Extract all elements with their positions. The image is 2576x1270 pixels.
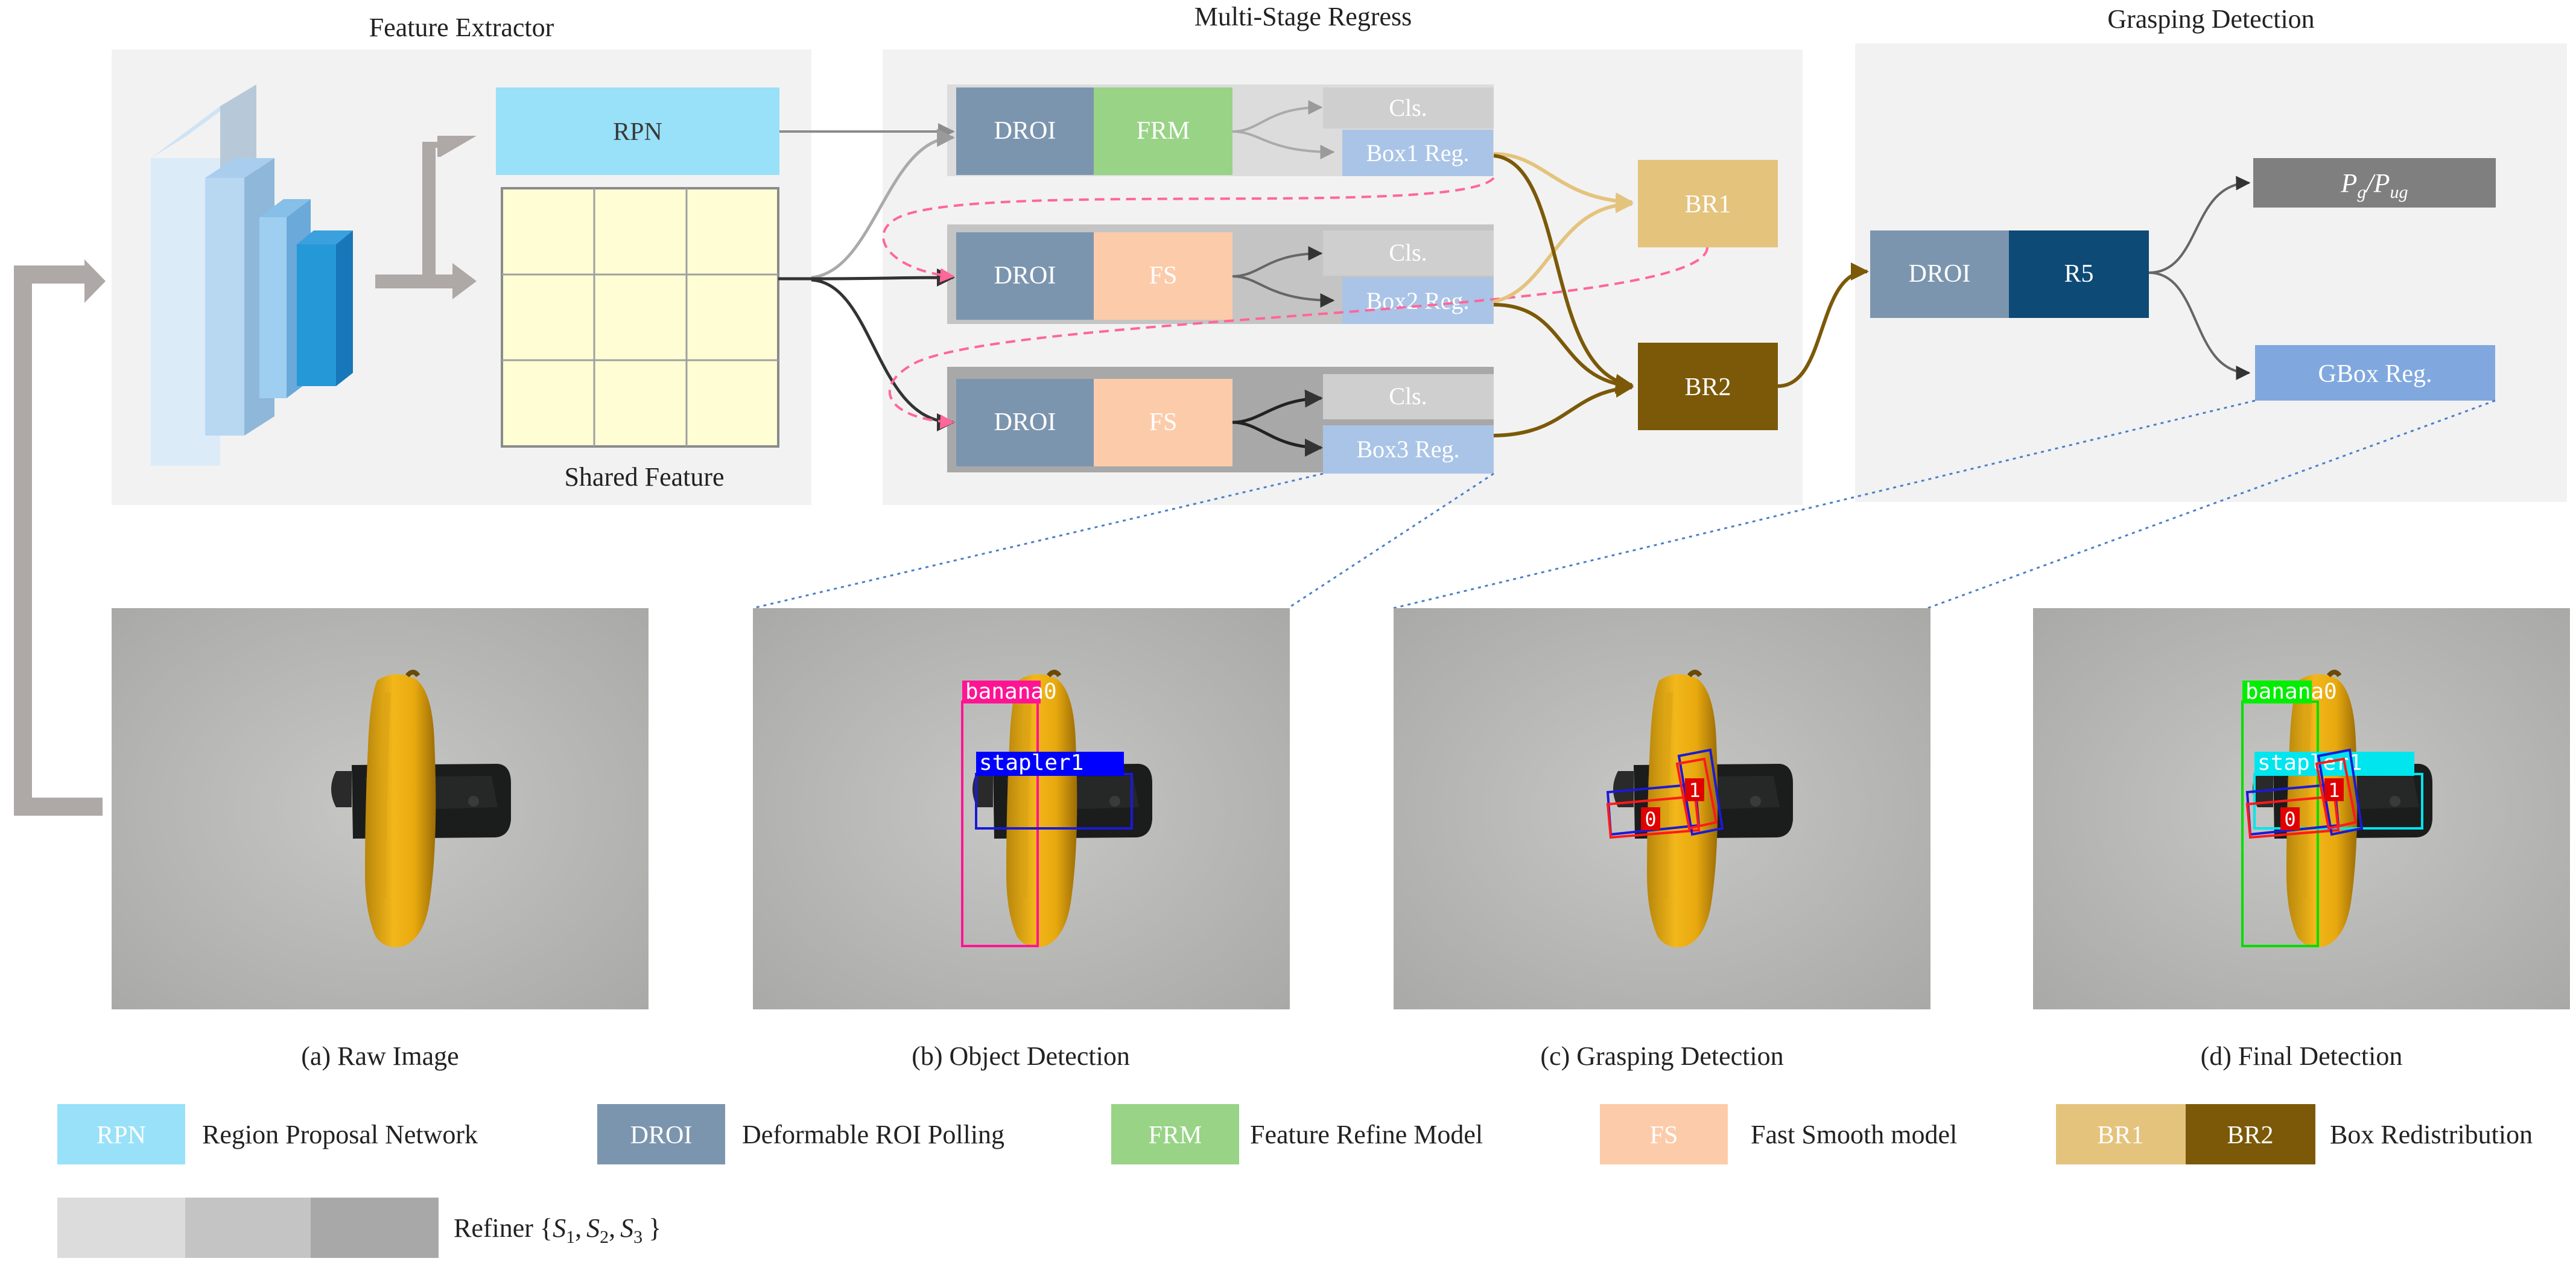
banana-label-d: banana0 [2245, 679, 2337, 704]
legend-refiner-s2 [185, 1198, 311, 1258]
shared-to-stages-arrows [811, 129, 955, 431]
br2-box [1638, 343, 1778, 430]
stage2-cls-label: Cls. [1389, 239, 1427, 266]
stage2-cls [1323, 230, 1494, 276]
caption-object-detection: (b) Object Detection [912, 1041, 1130, 1071]
panel-final-detection [2033, 608, 2570, 1009]
legend-fs-label: FS [1650, 1122, 1678, 1149]
legend-refiner-s1 [57, 1198, 185, 1258]
grasp-droi-label: DROI [1909, 260, 1971, 288]
stapler-label-b: stapler1 [979, 751, 1083, 775]
grasp-fork-arrows [2148, 176, 2251, 380]
box-to-br-arrows [1493, 152, 1869, 437]
stage3-box [1323, 425, 1494, 474]
gbox-reg-label: GBox Reg. [2318, 360, 2432, 388]
stage1-box-label: Box1 Reg. [1366, 139, 1469, 167]
legend-fs-swatch [1600, 1104, 1728, 1164]
shared-feature-grid [501, 187, 779, 448]
grasp-label-1: 1 [1689, 779, 1700, 802]
br2-label: BR2 [1684, 373, 1731, 401]
legend-br1-swatch [2056, 1104, 2186, 1164]
final-grasp-label-1: 1 [2328, 779, 2340, 802]
stage1-droi-label: DROI [994, 117, 1056, 145]
grasp-r5-label: R5 [2064, 260, 2093, 288]
grasp-probability-box [2253, 158, 2496, 208]
feedback-dashed-1 [882, 177, 1495, 283]
stage1-frm-label: FRM [1137, 117, 1190, 145]
legend-rpn-label: RPN [97, 1122, 146, 1149]
legend-br2-swatch [2186, 1104, 2315, 1164]
stage2-fs [1094, 232, 1232, 320]
legend-br1-label: BR1 [2097, 1122, 2143, 1149]
legend-frm-desc: Feature Refine Model [1250, 1120, 1483, 1149]
legend-refiner-label: Refiner {S1,S2,S3} [454, 1213, 661, 1247]
legend-droi-swatch [597, 1104, 725, 1164]
legend-frm-swatch [1111, 1104, 1239, 1164]
legend-droi-desc: Deformable ROI Polling [742, 1120, 1004, 1149]
multi-stage-title: Multi-Stage Regress [1194, 2, 1412, 31]
stage3-fs-label: FS [1149, 408, 1178, 436]
caption-raw-image: (a) Raw Image [301, 1041, 458, 1071]
stage3-cls [1323, 374, 1494, 419]
input-loop-arrow [14, 265, 103, 816]
panel-grasping-detection [1394, 608, 1930, 1009]
stage3-cls-label: Cls. [1389, 383, 1427, 410]
grasping-title: Grasping Detection [2107, 4, 2314, 34]
backbone-icon [151, 84, 353, 466]
stage1-frm [1094, 87, 1232, 175]
final-detection-boxes: banana0 stapler1 0 1 [2241, 679, 2423, 947]
legend-refiner-s3 [311, 1198, 439, 1258]
object-detection-boxes: banana0 stapler1 [961, 679, 1133, 947]
legend-br-desc: Box Redistribution [2330, 1120, 2533, 1149]
stage1-cls [1323, 87, 1494, 129]
grasp-probability-label: Pg/Pug [2340, 168, 2408, 202]
legend: RPN Region Proposal Network DROI Deforma… [57, 1104, 2533, 1258]
stage3-droi-label: DROI [994, 408, 1056, 436]
zoom-dotted-lines [752, 399, 2496, 609]
grasp-r5 [2009, 230, 2149, 318]
feedback-dashed-2 [889, 247, 1708, 429]
backbone-output-arrow [375, 136, 477, 299]
legend-rpn-desc: Region Proposal Network [202, 1120, 478, 1149]
caption-grasping-detection: (c) Grasping Detection [1540, 1041, 1783, 1071]
grasp-droi [1870, 230, 2009, 318]
br1-label: BR1 [1684, 191, 1731, 218]
stage3-droi [956, 379, 1094, 466]
banana-label-b: banana0 [965, 679, 1057, 704]
feature-extractor-title: Feature Extractor [369, 13, 554, 42]
stage2-fork-arrows [1232, 246, 1335, 308]
final-grasp-label-0: 0 [2284, 808, 2295, 831]
stage2-fs-label: FS [1149, 262, 1178, 290]
stage1-fork-arrows [1232, 100, 1335, 159]
gbox-reg-box [2255, 345, 2495, 401]
panel-object-detection [753, 608, 1290, 1009]
legend-fs-desc: Fast Smooth model [1751, 1120, 1957, 1149]
caption-final-detection: (d) Final Detection [2201, 1041, 2403, 1071]
panel-raw-image [112, 608, 649, 1009]
stage3-fs [1094, 379, 1232, 466]
stage3-box-label: Box3 Reg. [1356, 436, 1459, 463]
rpn-box [496, 87, 779, 175]
stage2-droi [956, 232, 1094, 320]
legend-frm-label: FRM [1149, 1122, 1202, 1149]
legend-rpn-swatch [57, 1104, 185, 1164]
legend-droi-label: DROI [630, 1122, 693, 1149]
br1-box [1638, 160, 1778, 247]
stage3-fork-arrows [1232, 389, 1323, 457]
stage1-droi [956, 87, 1094, 175]
grasp-label-0: 0 [1645, 808, 1656, 831]
stage1-box [1342, 130, 1493, 176]
shared-feature-label: Shared Feature [564, 462, 724, 492]
grasping-detection-boxes: 0 1 [1606, 748, 1724, 839]
stage1-cls-label: Cls. [1389, 94, 1427, 121]
legend-br2-label: BR2 [2227, 1122, 2273, 1149]
rpn-label: RPN [613, 118, 662, 146]
stage2-droi-label: DROI [994, 262, 1056, 290]
